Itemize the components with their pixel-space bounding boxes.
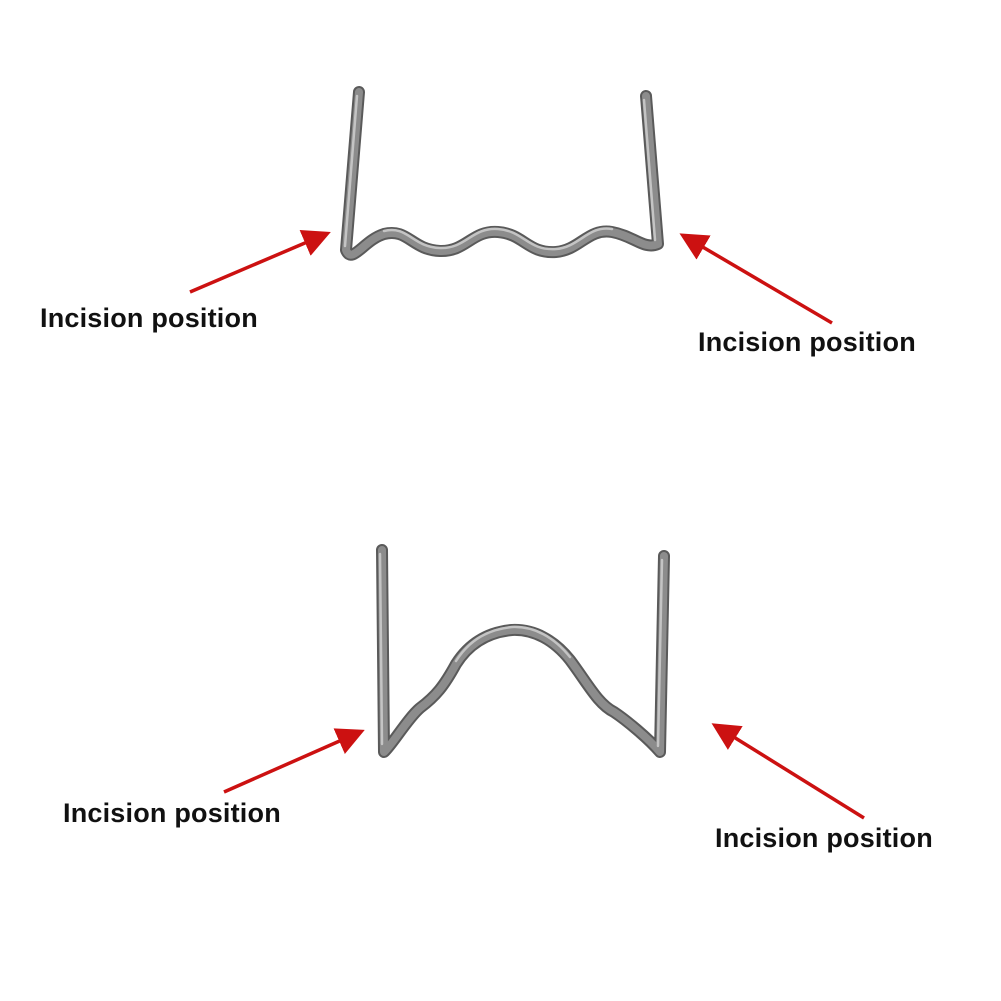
incision-label-top-left: Incision position — [40, 303, 258, 333]
wave-staple — [340, 86, 664, 261]
arrow-top-right — [679, 233, 833, 325]
incision-label-top-right: Incision position — [698, 327, 916, 357]
arrow-bottom-left — [223, 728, 365, 794]
arrow-bottom-right — [711, 723, 865, 820]
incision-label-bottom-left: Incision position — [63, 798, 281, 828]
incision-label-bottom-right: Incision position — [715, 823, 933, 853]
v-staple — [376, 544, 670, 758]
arrow-top-left — [189, 230, 331, 294]
